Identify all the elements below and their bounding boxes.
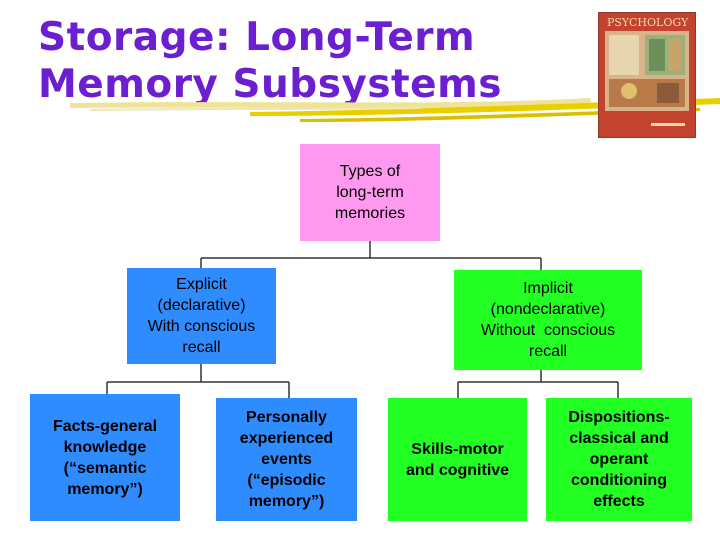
node-text-line: memories xyxy=(334,205,406,222)
node-types-of-long-term-memories: Types of long-term memories xyxy=(300,144,440,241)
node-skills-motor-cognitive: Skills-motor and cognitive xyxy=(388,398,527,521)
node-text-line: memory”) xyxy=(67,480,143,498)
node-semantic-memory: Facts-general knowledge (“semantic memor… xyxy=(30,394,180,521)
node-text-line: Without conscious xyxy=(480,322,616,339)
node-text-line: Dispositions- xyxy=(568,409,670,426)
node-text-line: recall xyxy=(528,343,568,360)
node-text-line: events xyxy=(261,451,312,468)
node-text-line: effects xyxy=(593,493,645,510)
node-explicit-memory: Explicit (declarative) With conscious re… xyxy=(127,268,276,364)
node-dispositions-conditioning: Dispositions- classical and operant cond… xyxy=(546,398,692,521)
slide-title-line-2: Memory Subsystems xyxy=(38,62,502,107)
node-text-line: Types of xyxy=(339,163,401,180)
node-text-line: operant xyxy=(589,451,649,468)
node-text-line: and cognitive xyxy=(405,461,510,479)
node-text-line: Facts-general xyxy=(52,417,158,435)
node-text-line: With conscious xyxy=(147,318,256,335)
node-text-line: experienced xyxy=(239,430,334,447)
node-text-line: knowledge xyxy=(63,438,147,456)
node-text-line: Implicit xyxy=(523,280,573,297)
node-text-line: Skills-motor xyxy=(411,440,504,458)
node-text-line: conditioning xyxy=(571,472,667,489)
node-text-line: long-term xyxy=(336,184,404,201)
node-text-line: Explicit xyxy=(176,276,227,293)
node-implicit-memory: Implicit (nondeclarative) Without consci… xyxy=(454,270,642,370)
book-cover-title: PSYCHOLOGY xyxy=(607,16,689,29)
slide-title: Storage: Long-Term Memory Subsystems xyxy=(38,14,578,108)
node-text-line: (“semantic xyxy=(63,459,147,477)
node-text-line: (nondeclarative) xyxy=(490,301,606,318)
node-text-line: classical and xyxy=(569,430,669,447)
slide-title-line-1: Storage: Long-Term xyxy=(38,15,476,60)
node-episodic-memory: Personally experienced events (“episodic… xyxy=(216,398,357,521)
textbook-cover-image: PSYCHOLOGY xyxy=(598,12,696,138)
node-text-line: recall xyxy=(182,339,221,356)
node-text-line: Personally xyxy=(246,409,327,426)
node-text-line: (declarative) xyxy=(157,297,246,314)
node-text-line: memory”) xyxy=(248,493,325,510)
node-text-line: (“episodic xyxy=(247,472,326,489)
